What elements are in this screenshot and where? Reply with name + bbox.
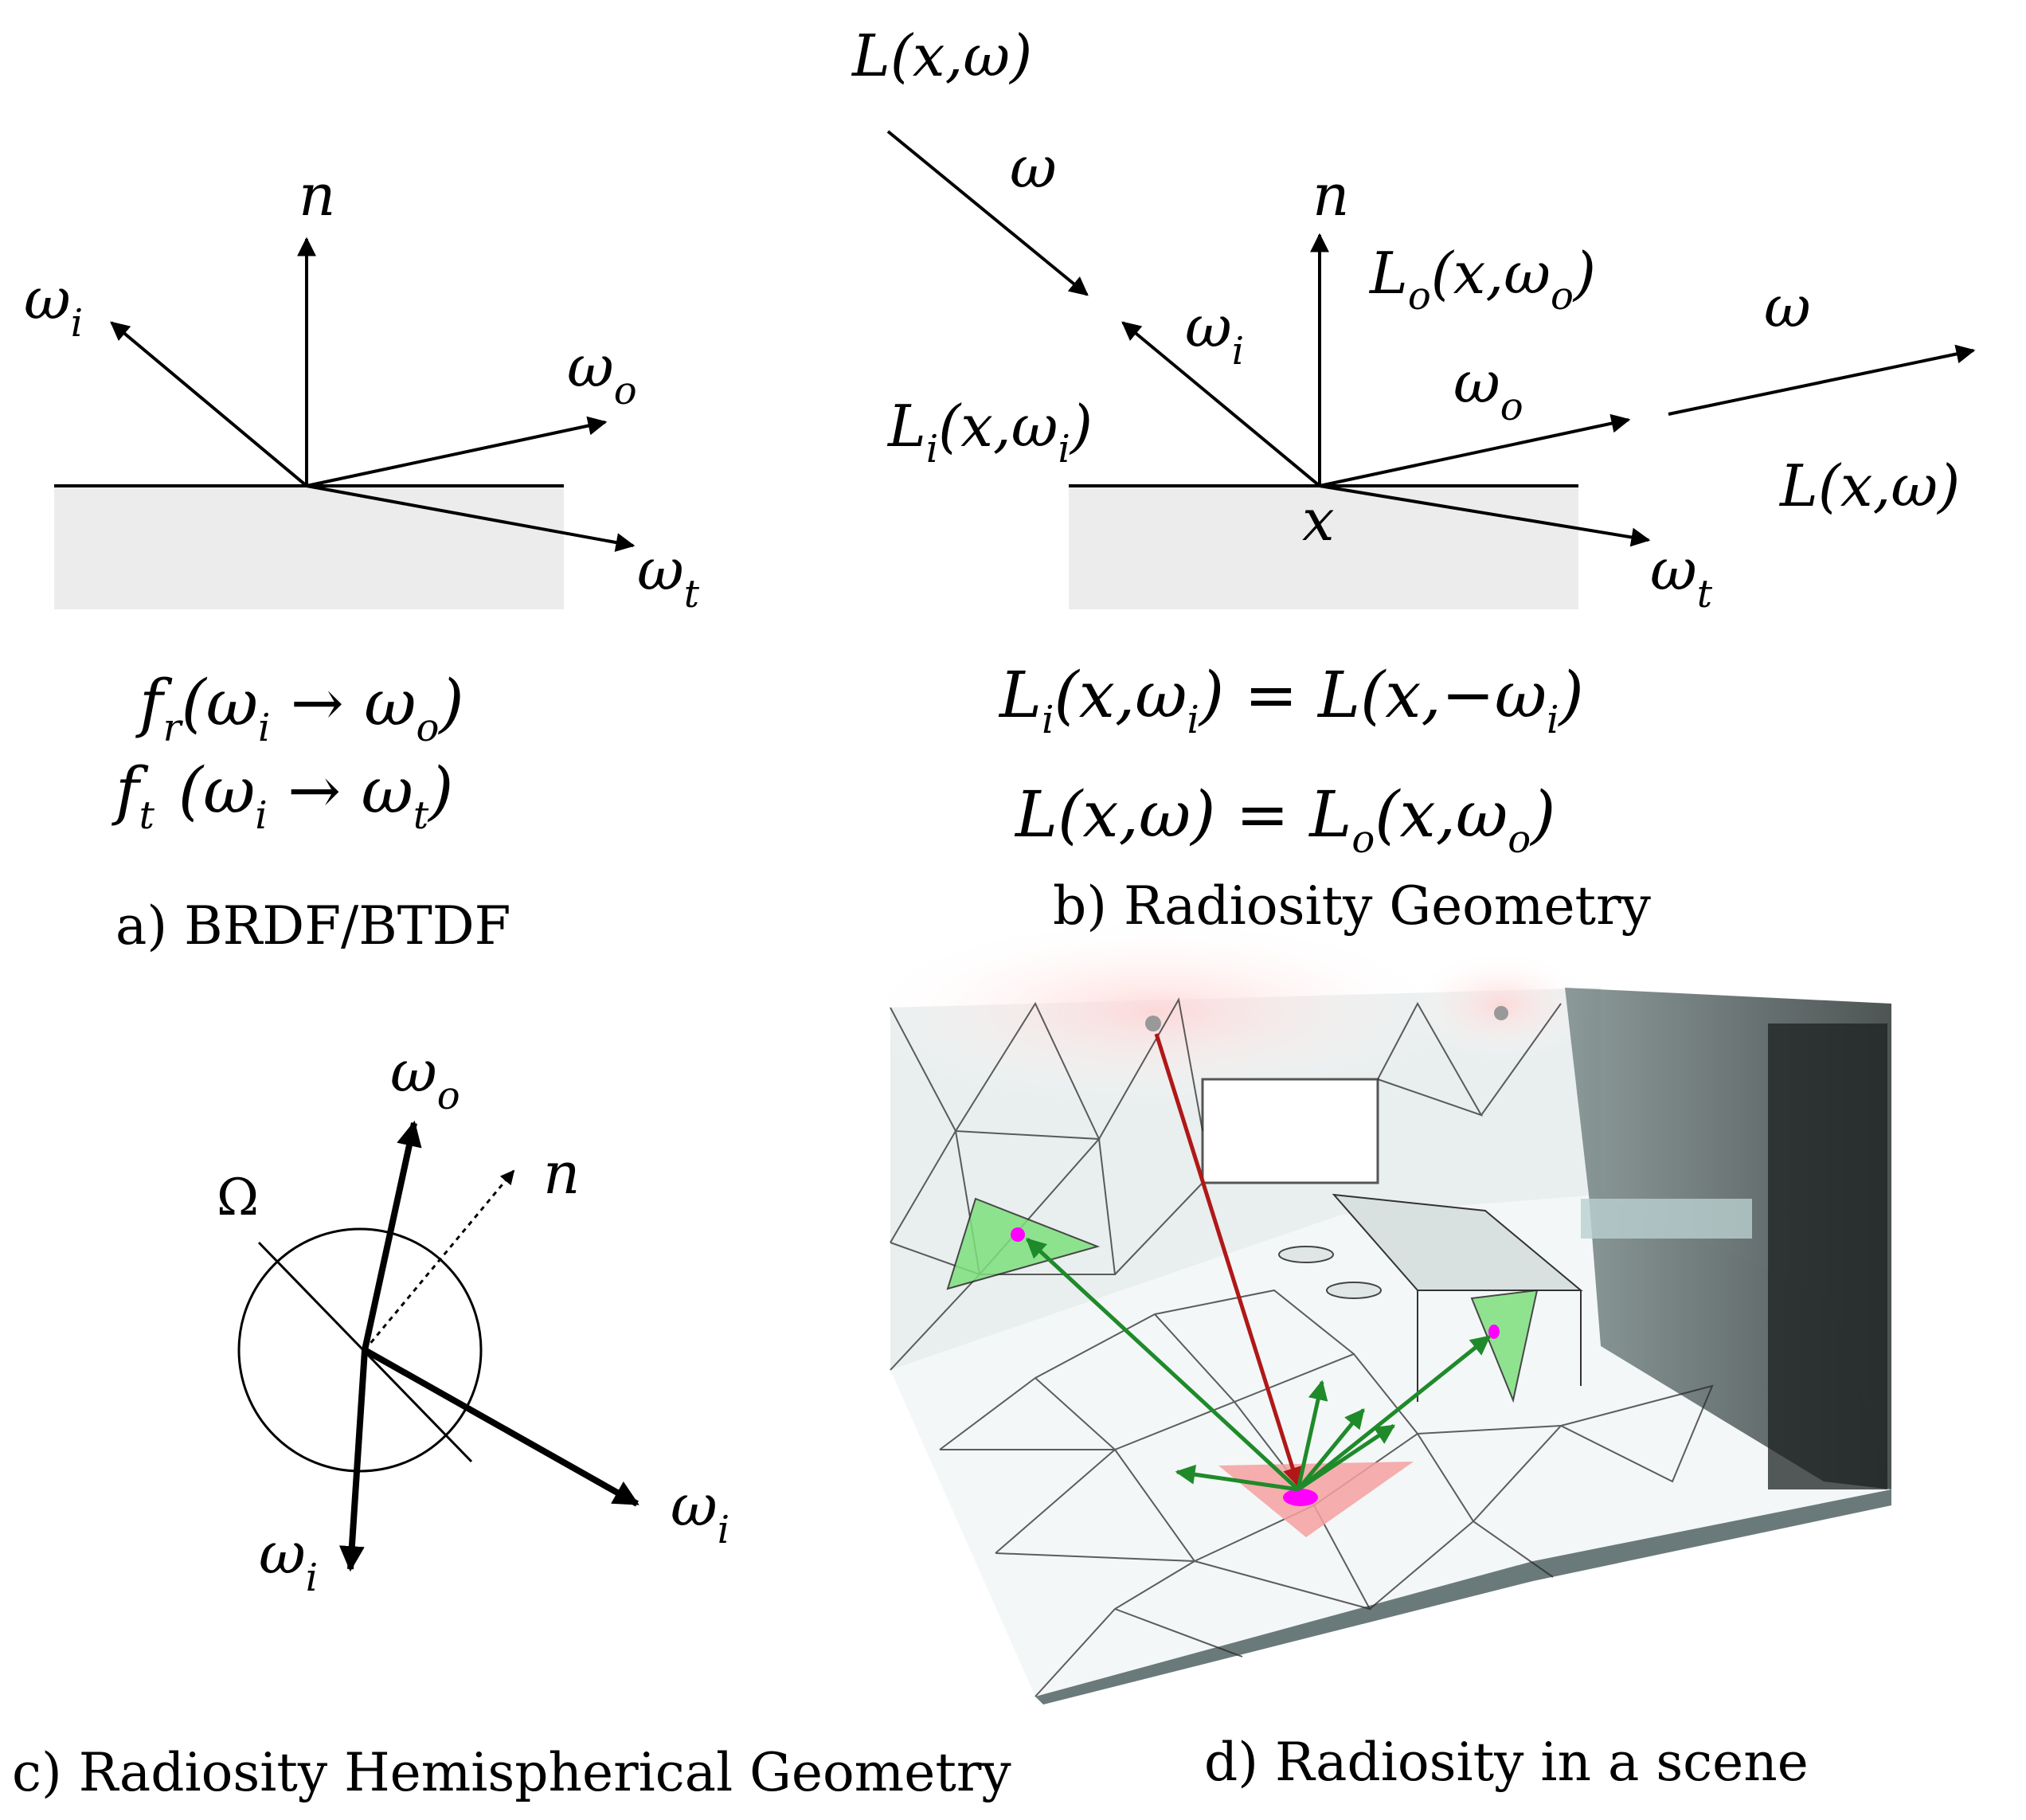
light-source	[1145, 1016, 1161, 1031]
incoming-ray-arrow	[886, 130, 1089, 296]
caption-a: a) BRDF/BTDF	[115, 895, 510, 957]
stool	[1278, 1246, 1334, 1263]
incident-thick-arrow-down	[338, 1349, 368, 1572]
panel-b-radiosity-geometry: L(x,ω) ω n Lo(x,ωo) ω ωi ωo Li(x,ωi) L(x…	[851, 22, 1976, 937]
green-patch-island	[1470, 1289, 1539, 1403]
caption-d: d) Radiosity in a scene	[1204, 1732, 1809, 1793]
label-omega-o: ωo	[567, 333, 637, 413]
normal-dashed-arrow	[363, 1169, 515, 1351]
btdf-equation: ft(ωi → ωt)	[111, 753, 453, 838]
label-omega-incoming: ω	[1010, 134, 1057, 201]
outgoing-radiance-equation: L(x,ω) = Lo(x,ωo)	[1014, 777, 1555, 862]
label-n: n	[299, 162, 335, 229]
surface-block	[1069, 486, 1578, 609]
label-omega-i-bottom: ωi	[259, 1520, 318, 1600]
incident-radiance-equation: Li(x,ωi) = L(x,−ωi)	[998, 658, 1584, 742]
label-omega-t: ωt	[1650, 536, 1713, 616]
panel-a-brdf: n ωi ωo ωt fr(ωi → ωo) ft(ωi → ωt) a) BR…	[24, 162, 700, 957]
ceiling-light-glow	[852, 916, 1457, 1107]
transmitted-arrow	[306, 484, 636, 552]
countertop	[1581, 1199, 1752, 1239]
label-n: n	[543, 1140, 580, 1207]
outgoing-arrow	[1319, 413, 1631, 487]
label-n: n	[1312, 162, 1349, 229]
light-source	[1494, 1006, 1508, 1020]
floor-edge	[1035, 1489, 1891, 1705]
label-omega-outgoing: ω	[1764, 273, 1811, 340]
label-L-outgoing: L(x,ω)	[1778, 452, 1960, 519]
green-ray	[1296, 1380, 1328, 1490]
green-ray	[1297, 1408, 1365, 1491]
magenta-spot	[1488, 1325, 1500, 1339]
magenta-spot	[1283, 1489, 1318, 1506]
green-ray	[1297, 1335, 1491, 1491]
label-omega-o: ωo	[1453, 349, 1523, 429]
green-patch-wall	[946, 1197, 1101, 1290]
green-ray	[1297, 1423, 1396, 1492]
outgoing-ray-arrow	[1668, 344, 1976, 416]
ceiling-light-glow-2	[1406, 949, 1597, 1061]
incident-arrow	[110, 321, 308, 487]
panel-d-scene-render: d) Radiosity in a scene	[852, 916, 1891, 1793]
label-L-incoming: L(x,ω)	[851, 22, 1032, 89]
brdf-equation: fr(ωi → ωo)	[135, 666, 464, 750]
label-omega-i: ωi	[24, 265, 83, 346]
outgoing-arrow	[306, 416, 608, 487]
label-Lo: Lo(x,ωo)	[1368, 240, 1596, 319]
tall-cabinet	[1768, 1024, 1887, 1489]
surface-block	[54, 486, 564, 609]
label-Omega: Ω	[217, 1168, 259, 1227]
green-rays	[1026, 1238, 1491, 1492]
label-omega-i: ωi	[1185, 293, 1244, 374]
incident-thick-arrow-right	[363, 1347, 639, 1507]
label-Li: Li(x,ωi)	[886, 393, 1093, 472]
window	[1201, 1078, 1379, 1184]
incident-arrow	[1121, 321, 1321, 487]
green-ray	[1175, 1464, 1299, 1492]
label-omega-o: ωo	[390, 1038, 460, 1118]
label-omega-t: ωt	[637, 536, 700, 616]
stool	[1326, 1282, 1382, 1299]
transmitted-arrow	[1319, 484, 1651, 547]
panel-c-hemispherical-geometry: ωo Ω n ωi ωi c) Radiosity Hemispherical …	[12, 1038, 1011, 1803]
label-omega-i-right: ωi	[671, 1472, 729, 1552]
green-ray	[1026, 1238, 1300, 1491]
red-light-ray	[1154, 1033, 1303, 1488]
magenta-spot	[1011, 1227, 1025, 1242]
label-x: x	[1302, 487, 1335, 554]
caption-c: c) Radiosity Hemispherical Geometry	[12, 1742, 1011, 1803]
outgoing-thick-arrow	[362, 1120, 422, 1351]
